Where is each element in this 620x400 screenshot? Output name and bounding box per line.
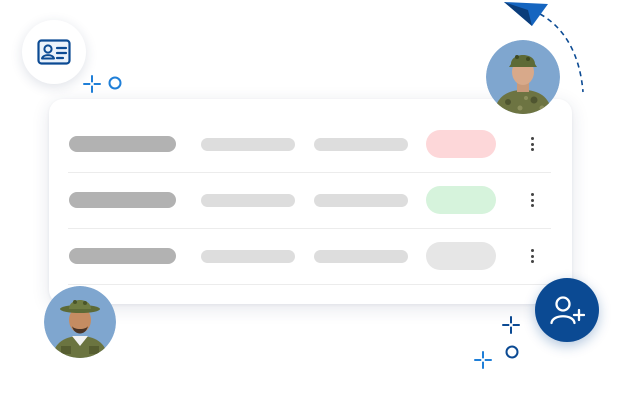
kebab-menu-icon[interactable] — [525, 134, 539, 154]
kebab-menu-icon[interactable] — [525, 190, 539, 210]
text-placeholder — [314, 250, 408, 263]
ring-decoration — [108, 76, 122, 90]
status-badge — [426, 242, 496, 270]
add-user-icon — [550, 296, 585, 325]
table-row[interactable] — [49, 116, 572, 172]
row-divider — [68, 172, 551, 173]
sparkle-icon — [83, 75, 101, 93]
sparkle-icon — [502, 316, 520, 334]
row-divider — [68, 228, 551, 229]
avatar — [486, 40, 560, 114]
avatar — [44, 286, 116, 358]
text-placeholder — [201, 194, 295, 207]
add-user-button[interactable] — [535, 278, 599, 342]
text-placeholder — [314, 138, 408, 151]
table-row[interactable] — [49, 228, 572, 284]
text-placeholder — [201, 138, 295, 151]
table-row[interactable] — [49, 172, 572, 228]
user-table-card — [49, 99, 572, 304]
name-placeholder — [69, 248, 176, 264]
id-card-badge — [22, 20, 86, 84]
id-card-icon — [37, 39, 71, 65]
name-placeholder — [69, 192, 176, 208]
text-placeholder — [314, 194, 408, 207]
ring-decoration — [505, 345, 519, 359]
status-badge — [426, 130, 496, 158]
text-placeholder — [201, 250, 295, 263]
status-badge — [426, 186, 496, 214]
kebab-menu-icon[interactable] — [525, 246, 539, 266]
row-divider — [68, 284, 551, 285]
paper-plane-icon — [504, 2, 548, 26]
sparkle-icon — [474, 351, 492, 369]
name-placeholder — [69, 136, 176, 152]
